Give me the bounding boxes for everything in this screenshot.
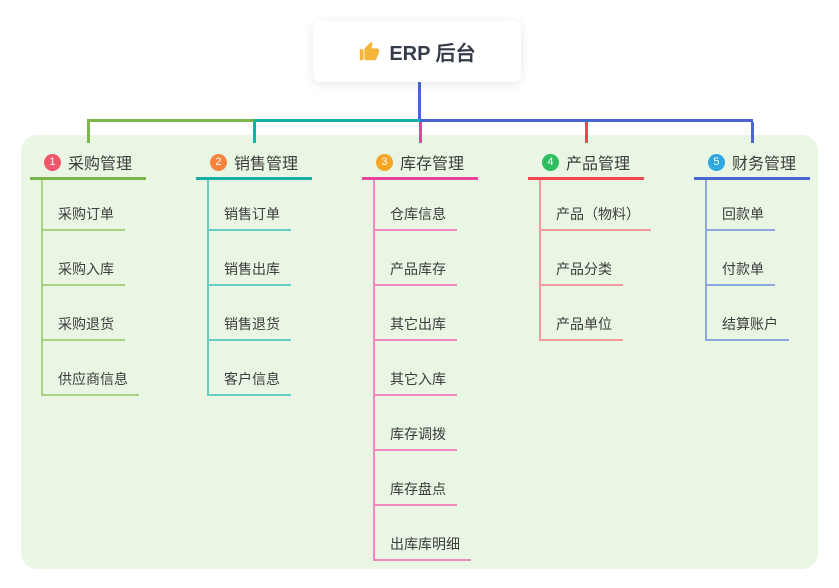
child-node-label: 供应商信息	[58, 371, 128, 387]
child-node-label: 销售出库	[224, 261, 280, 277]
child-node[interactable]: 其它出库	[373, 314, 457, 341]
branch-trunk-line	[41, 180, 43, 396]
child-node-label: 付款单	[722, 261, 764, 277]
child-node-label: 销售退货	[224, 316, 280, 332]
child-node[interactable]: 出库库明细	[373, 534, 471, 561]
child-node-label: 采购入库	[58, 261, 114, 277]
child-node-label: 其它入库	[390, 371, 446, 387]
branch-connector-drop	[751, 122, 754, 143]
child-node[interactable]: 仓库信息	[373, 204, 457, 231]
child-node-label: 其它出库	[390, 316, 446, 332]
branch-connector-drop	[253, 122, 256, 143]
child-node[interactable]: 结算账户	[705, 314, 789, 341]
child-node-label: 出库库明细	[390, 536, 460, 552]
child-node[interactable]: 采购订单	[41, 204, 125, 231]
child-node-label: 产品单位	[556, 316, 612, 332]
root-connector-line	[418, 82, 421, 119]
child-node-label: 产品分类	[556, 261, 612, 277]
branch-number-badge: 4	[541, 153, 559, 171]
branch-header[interactable]: 2 销售管理	[196, 147, 312, 180]
child-node-label: 客户信息	[224, 371, 280, 387]
branch-connector-drop	[585, 122, 588, 143]
branch-number-badge: 2	[209, 153, 227, 171]
child-node-label: 回款单	[722, 206, 764, 222]
thumbs-up-icon	[358, 41, 380, 63]
child-node[interactable]: 供应商信息	[41, 369, 139, 396]
child-node[interactable]: 产品（物料）	[539, 204, 651, 231]
child-node[interactable]: 付款单	[705, 259, 775, 286]
child-node[interactable]: 采购入库	[41, 259, 125, 286]
branches-panel	[21, 135, 818, 569]
child-node[interactable]: 库存调拨	[373, 424, 457, 451]
branch-header[interactable]: 5 财务管理	[694, 147, 810, 180]
child-node-label: 产品库存	[390, 261, 446, 277]
branch-header[interactable]: 1 采购管理	[30, 147, 146, 180]
branch-header[interactable]: 4 产品管理	[528, 147, 644, 180]
branch-label: 库存管理	[399, 156, 464, 173]
bus-segment-teal	[254, 119, 420, 122]
branch-number-badge: 1	[43, 153, 61, 171]
branch-trunk-line	[705, 180, 707, 341]
branch-label: 销售管理	[233, 156, 298, 173]
child-node[interactable]: 库存盘点	[373, 479, 457, 506]
branch-number-badge: 5	[707, 153, 725, 171]
child-node[interactable]: 产品分类	[539, 259, 623, 286]
branch-trunk-line	[539, 180, 541, 341]
branch-connector-drop	[87, 122, 90, 143]
child-node-label: 库存盘点	[390, 481, 446, 497]
child-node[interactable]: 产品单位	[539, 314, 623, 341]
child-node[interactable]: 回款单	[705, 204, 775, 231]
child-node[interactable]: 客户信息	[207, 369, 291, 396]
root-node[interactable]: ERP 后台	[313, 21, 521, 82]
branch-trunk-line	[373, 180, 375, 561]
bus-segment-green	[87, 119, 254, 122]
child-node-label: 结算账户	[722, 316, 778, 332]
root-title: ERP 后台	[389, 43, 476, 65]
branch-trunk-line	[207, 180, 209, 396]
branch-label: 财务管理	[731, 156, 796, 173]
child-node[interactable]: 销售订单	[207, 204, 291, 231]
child-node-label: 仓库信息	[390, 206, 446, 222]
child-node-label: 销售订单	[224, 206, 280, 222]
branch-number-badge: 3	[375, 153, 393, 171]
child-node-label: 采购订单	[58, 206, 114, 222]
child-node-label: 采购退货	[58, 316, 114, 332]
child-node[interactable]: 其它入库	[373, 369, 457, 396]
child-node[interactable]: 产品库存	[373, 259, 457, 286]
child-node[interactable]: 销售出库	[207, 259, 291, 286]
bus-segment-blue	[420, 119, 753, 122]
child-node[interactable]: 销售退货	[207, 314, 291, 341]
child-node-label: 产品（物料）	[556, 206, 640, 222]
child-node[interactable]: 采购退货	[41, 314, 125, 341]
branch-label: 采购管理	[67, 156, 132, 173]
branch-label: 产品管理	[565, 156, 630, 173]
branch-header[interactable]: 3 库存管理	[362, 147, 478, 180]
branch-connector-drop	[419, 122, 422, 143]
child-node-label: 库存调拨	[390, 426, 446, 442]
